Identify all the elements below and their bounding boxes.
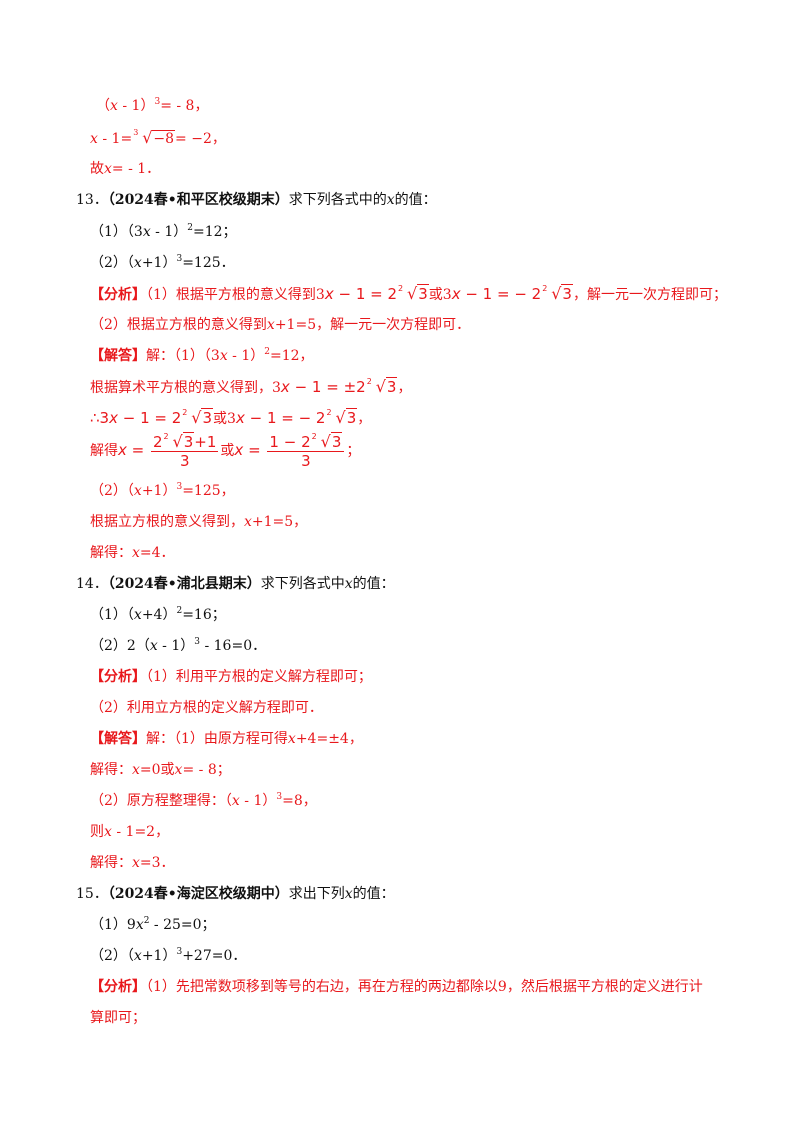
q13-prompt: 13．（2024春•和平区校级期末）求下列各式中的x的值： <box>76 192 437 208</box>
square-root: 2√3 <box>163 431 195 451</box>
q13-analysis-2: （2）根据立方根的意义得到x+1=5，解一元一次方程即可． <box>90 317 471 333</box>
q15-analysis-2: 算即可； <box>90 1010 146 1026</box>
q14-answer-5: 解得：x=3． <box>90 855 175 871</box>
top-line-2: x - 1=3√−8= −2， <box>90 128 226 147</box>
question-source: （2024春•海淀区校级期中） <box>107 886 289 902</box>
square-root: 2√3 <box>542 284 573 303</box>
analysis-tag: 【分析】 <box>90 979 146 995</box>
q14-analysis-2: （2）利用立方根的定义解方程即可． <box>90 700 323 716</box>
square-root: 2√3 <box>366 377 398 396</box>
question-source: （2024春•和平区校级期末） <box>107 192 289 208</box>
q14-part2: （2）2（x - 1）3 - 16=0． <box>90 637 267 655</box>
question-number: 14． <box>76 576 108 592</box>
question-source: （2024春•浦北县期末） <box>107 576 261 592</box>
square-root: 2√3 <box>398 284 429 303</box>
square-root: 2√3 <box>326 408 358 427</box>
analysis-tag: 【分析】 <box>90 287 146 303</box>
square-root: 2√3 <box>311 431 343 451</box>
question-number: 13． <box>76 192 108 208</box>
q14-answer-2: 解得：x=0或x= - 8； <box>90 762 231 778</box>
q15-part2: （2）（x+1）3+27=0． <box>90 947 247 965</box>
top-line-1: （x - 1）3= - 8， <box>96 97 209 115</box>
q14-answer-3: （2）原方程整理得：（x - 1）3=8， <box>90 792 317 810</box>
q14-part1: （1）（x+4）2=16； <box>90 606 226 624</box>
q15-prompt: 15．（2024春•海淀区校级期中）求出下列x的值： <box>76 886 395 902</box>
q13-answer-5: （2）（x+1）3=125， <box>90 482 235 500</box>
q14-analysis-1: 【分析】（1）利用平方根的定义解方程即可； <box>90 669 372 685</box>
top-line-3: 故x= - 1． <box>90 161 161 177</box>
q13-part1: （1）（3x - 1）2=12； <box>90 223 237 241</box>
q13-answer-1: 【解答】解：（1）（3x - 1）2=12， <box>90 347 314 365</box>
q13-answer-6: 根据立方根的意义得到，x+1=5， <box>90 514 308 530</box>
square-root: 2√3 <box>182 408 214 427</box>
q13-answer-7: 解得：x=4． <box>90 545 175 561</box>
answer-tag: 【解答】 <box>90 348 146 364</box>
cube-root: 3√−8 <box>133 128 176 147</box>
answer-tag: 【解答】 <box>90 731 146 747</box>
question-number: 15． <box>76 886 108 902</box>
analysis-tag: 【分析】 <box>90 669 146 685</box>
q14-prompt: 14．（2024春•浦北县期末）求下列各式中x的值： <box>76 576 395 592</box>
q15-part1: （1）9x2 - 25=0； <box>90 916 216 934</box>
q14-answer-1: 【解答】解：（1）由原方程可得x+4=±4， <box>90 731 363 747</box>
q14-answer-4: 则x - 1=2， <box>90 824 170 840</box>
q15-analysis-1: 【分析】（1）先把常数项移到等号的右边，再在方程的两边都除以9，然后根据平方根的… <box>90 979 703 995</box>
q13-part2: （2）（x+1）3=125． <box>90 254 235 272</box>
